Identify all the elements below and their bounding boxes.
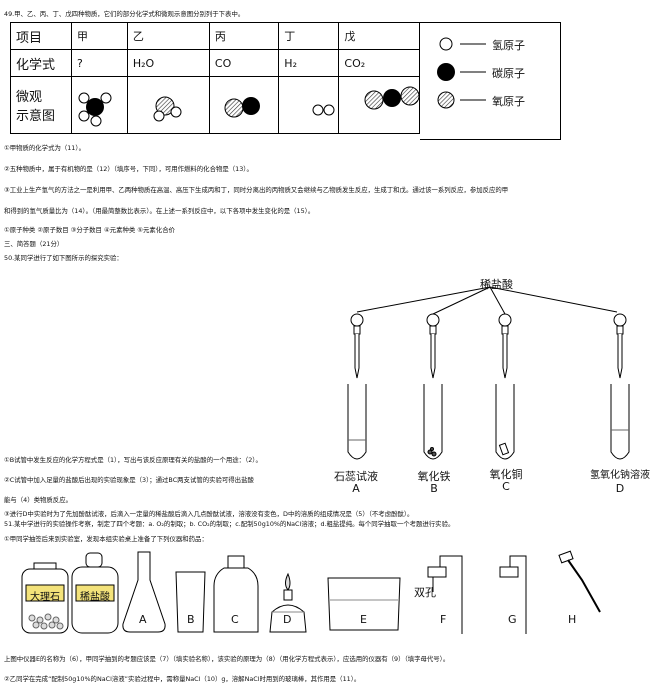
table-header-wu: 戊 — [338, 22, 420, 50]
q49-options: ①原子种类 ②原子数目 ③分子数目 ④元素种类 ⑤元素化合价 — [4, 226, 175, 234]
water-trough-e — [327, 577, 401, 631]
alcohol-lamp-d — [269, 572, 307, 633]
q49-intro: 49.甲、乙、丙、丁、戊四种物质，它们的部分化学式和微观示意图分别列于下表中。 — [4, 10, 245, 18]
reagent-bottle-marble — [21, 562, 69, 634]
q49-line1: ①甲物质的化学式为（11）。 — [4, 144, 85, 152]
q50-line3: 能与（4）类物质反应。 — [4, 496, 72, 504]
tube-a-name: 石蕊试液 — [334, 470, 378, 483]
q49-line2: ②五种物质中，属于有机物的是（12）（填序号，下同），可用作燃料的化合物是（13… — [4, 165, 253, 173]
apparatus-letter-d: D — [283, 613, 292, 626]
apparatus-letter-g: G — [508, 613, 517, 626]
dropper-d-icon — [613, 313, 627, 379]
erlenmeyer-flask-a — [122, 551, 166, 633]
double-hole-label: 双孔 — [414, 586, 436, 599]
gas-bottle-c — [213, 555, 259, 633]
molecule-bing-icon — [224, 97, 260, 118]
apparatus-letter-h: H — [568, 613, 577, 626]
table-header-item: 项目 — [10, 22, 72, 50]
acid-branch-lines — [356, 286, 618, 315]
row-label-micro: 微观 示意图 — [10, 76, 72, 134]
atom-legend: 氢原子 碳原子 氧原子 — [420, 22, 561, 140]
test-tube-d — [610, 384, 630, 460]
tube-d-name: 氢氧化钠溶液 — [590, 470, 650, 481]
legend-oxygen-icon — [437, 91, 486, 109]
molecule-ding-icon — [312, 104, 335, 116]
q50-line1: ①B试管中发生反应的化学方程式是（1），写出与该反应原理有关的盐酸的一个用途：（… — [4, 456, 262, 464]
test-tube-a — [347, 384, 367, 460]
bottle-marble-label: 大理石 — [30, 592, 60, 603]
apparatus-letter-f: F — [440, 613, 447, 626]
q51-line1: ①甲同学抽签后来到实验室，发现本组实验桌上准备了下列仪器和药品： — [4, 535, 208, 543]
q51-intro: 51.某中学进行的实验操作考察，制定了四个考题：a. O₂的制取；b. CO₂的… — [4, 520, 455, 528]
q51-line3: ②乙同学在完成“配制50g10%的NaCl溶液”实验过程中，需称量NaCl（10… — [4, 675, 361, 683]
apparatus-letter-e: E — [360, 613, 367, 626]
formula-bing: CO — [208, 49, 280, 77]
test-tube-b — [423, 384, 443, 460]
molecule-yi-icon — [153, 96, 182, 122]
apparatus-letter-c: C — [231, 613, 239, 626]
reagent-bottle-hcl — [71, 552, 119, 634]
section-3-heading: 三、简答题（21分） — [4, 240, 64, 248]
tube-c-letter: C — [502, 480, 510, 493]
tube-d-letter: D — [615, 482, 625, 495]
acid-label: 稀盐酸 — [480, 278, 513, 291]
q50-intro: 50.某同学进行了如下图所示的探究实验： — [4, 254, 123, 262]
table-header-yi: 乙 — [126, 22, 210, 50]
tube-a-letter: A — [352, 482, 360, 495]
stopper-tube-g — [499, 555, 527, 634]
tube-b-letter: B — [430, 482, 438, 495]
q49-line4: 和得到的氢气质量比为（14）。（用最简整数比表示）。在上述一系列反应中，以下各项… — [4, 207, 315, 215]
q51-line2: 上图中仪器E的名称为（6），甲同学抽到的考题应该是（7）（填实验名称），该实验的… — [4, 655, 450, 663]
q50-line4: ③进行D中实验时为了先加酚酞试液，后滴入一定量的稀盐酸后滴入几点酚酞试液，溶液没… — [4, 510, 414, 518]
test-tube-c — [495, 384, 515, 460]
apparatus-letter-b: B — [187, 613, 195, 626]
legend-hydrogen-label: 氢原子 — [492, 39, 525, 52]
dropper-b-icon — [426, 313, 440, 379]
bottle-hcl-label: 稀盐酸 — [80, 592, 110, 603]
dropper-c-icon — [498, 313, 512, 379]
tube-b-name: 氧化铁 — [417, 470, 451, 483]
row-label-micro-2: 示意图 — [16, 109, 56, 124]
stopper-tube-f — [427, 555, 463, 634]
legend-carbon-icon — [437, 63, 486, 81]
tube-c-name: 氧化铜 — [489, 468, 523, 481]
bent-tube-h — [558, 550, 601, 613]
molecule-jia-icon — [78, 92, 112, 127]
dropper-a-icon — [350, 313, 364, 379]
q49-line3: ③工业上生产氢气的方法之一是利用甲、乙两种物质在高温、高压下生成丙和丁，同时分离… — [4, 186, 509, 194]
legend-carbon-label: 碳原子 — [492, 67, 525, 80]
molecule-wu-icon — [364, 86, 420, 110]
formula-ding: H₂ — [278, 49, 340, 77]
beaker-b — [175, 571, 206, 633]
row-label-micro-1: 微观 — [16, 90, 43, 105]
table-header-jia: 甲 — [71, 22, 128, 50]
q50-line2: ②C试管中加入足量的盐酸后出现的实验现象是（3）；通过BC两支试管的实验可得出盐… — [4, 476, 254, 484]
legend-hydrogen-icon — [439, 37, 486, 51]
apparatus-letter-a: A — [139, 613, 147, 626]
legend-oxygen-label: 氧原子 — [492, 95, 525, 108]
